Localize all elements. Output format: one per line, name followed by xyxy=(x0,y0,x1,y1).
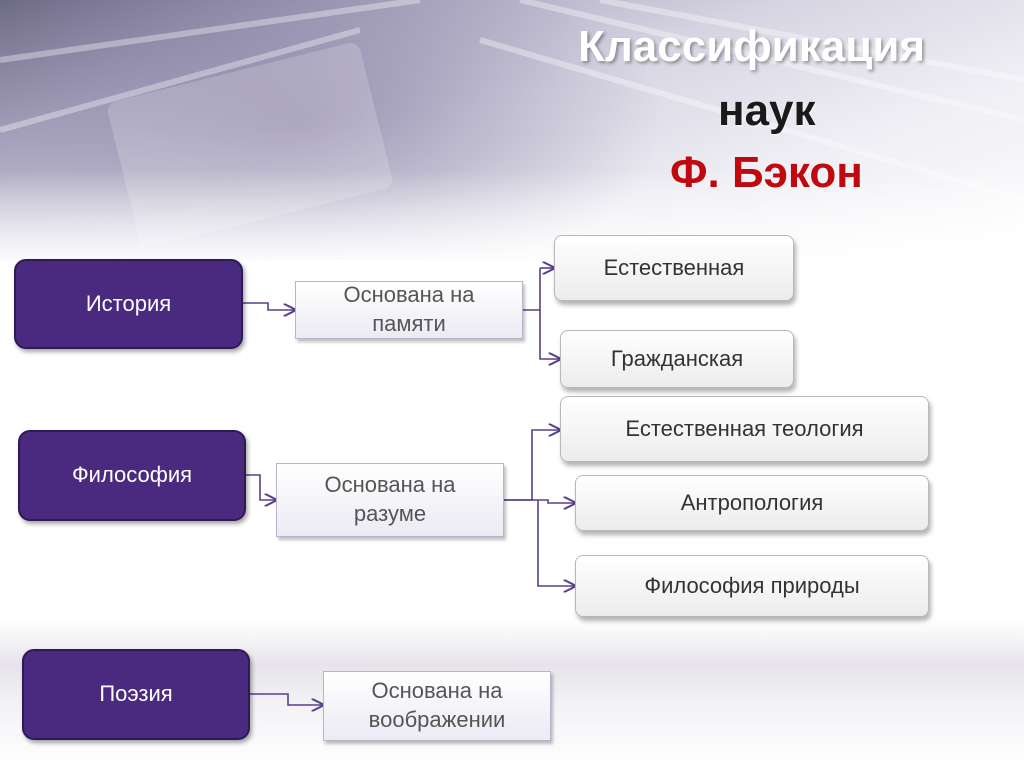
slide-title-line-1: Классификация xyxy=(578,22,926,71)
branch-civil-history: Гражданская xyxy=(560,330,794,388)
slide-title-author: Ф. Бэкон xyxy=(670,148,863,197)
category-philosophy: Философия xyxy=(18,430,246,521)
basis-reason: Основана на разуме xyxy=(276,463,504,537)
connector-reason-branch-2 xyxy=(504,500,575,503)
branch-natural-theology: Естественная теология xyxy=(560,396,929,462)
connector-memory-branch-2 xyxy=(539,310,560,359)
basis-memory: Основана на памяти xyxy=(295,281,523,339)
basis-imagination: Основана на воображении xyxy=(323,671,551,741)
header-fade xyxy=(0,170,1024,270)
connector-history-basis xyxy=(243,302,295,310)
category-poetry: Поэзия xyxy=(22,649,250,740)
branch-anthropology: Антропология xyxy=(575,475,929,531)
branch-natural-history: Естественная xyxy=(554,235,794,301)
connector-reason-branch-3 xyxy=(537,500,575,586)
category-history: История xyxy=(14,259,243,349)
connector-memory-trunk xyxy=(523,268,541,311)
connector-reason-trunk xyxy=(504,430,560,501)
connector-philosophy-basis xyxy=(246,474,276,500)
slide-title-line-2: наук xyxy=(718,86,816,135)
branch-natural-philosophy: Философия природы xyxy=(575,555,929,617)
